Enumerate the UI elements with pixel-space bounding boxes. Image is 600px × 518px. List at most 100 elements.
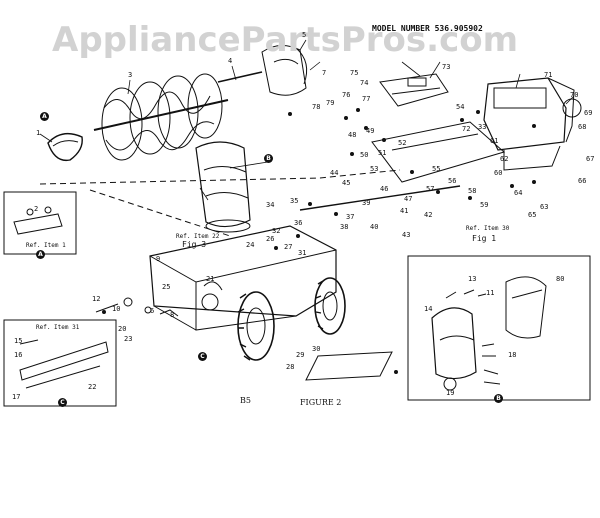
part-number: 25 — [162, 283, 171, 291]
part-number: 23 — [124, 335, 133, 343]
part-number: 8 — [170, 311, 175, 319]
part-number: 74 — [360, 79, 369, 87]
part-number: 18 — [508, 351, 517, 359]
part-number: 56 — [448, 177, 457, 185]
part-number: 31 — [298, 249, 307, 257]
part-number: 28 — [286, 363, 295, 371]
fig1-label: Fig 1 — [472, 234, 497, 243]
auger-spiral — [93, 73, 229, 161]
part-number: 1 — [36, 129, 41, 137]
part-number: 49 — [366, 127, 375, 135]
part-number: 53 — [370, 165, 379, 173]
part-number: 6 — [150, 307, 155, 315]
linkage-rod — [299, 185, 461, 211]
scraper-bar — [305, 351, 393, 381]
part-number: 30 — [312, 345, 321, 353]
frame-plate — [371, 121, 506, 183]
part-number: 43 — [402, 231, 411, 239]
part-number: 51 — [378, 149, 387, 157]
main-housing — [149, 225, 337, 331]
figure-title: FIGURE 2 — [300, 398, 342, 407]
fastener-dots — [102, 108, 536, 374]
ref-item-22-label: Ref. Item 22 — [176, 233, 220, 240]
part-number: 41 — [400, 207, 409, 215]
part-number: 67 — [586, 155, 595, 163]
part-number: 36 — [294, 219, 303, 227]
part-number: 77 — [362, 95, 371, 103]
part-number: 48 — [348, 131, 357, 139]
part-number: 21 — [206, 275, 215, 283]
part-number: 15 — [14, 337, 23, 345]
fig3-label: Fig 3 — [182, 240, 207, 249]
part-number: 55 — [432, 165, 441, 173]
part-number: 71 — [544, 71, 553, 79]
gear-housing — [261, 45, 308, 96]
part-number: 13 — [468, 275, 477, 283]
part-number: 64 — [514, 189, 523, 197]
watermark-text: AppliancePartsPros.com — [52, 20, 519, 60]
part-number: 10 — [112, 305, 121, 313]
part-number: 32 — [272, 227, 281, 235]
part-number: 78 — [312, 103, 321, 111]
discharge-chute — [195, 141, 251, 233]
part-number: 80 — [556, 275, 565, 283]
inset-b-drawing — [431, 276, 547, 391]
part-number: 65 — [528, 211, 537, 219]
part-number: 17 — [12, 393, 21, 401]
drive-cable — [39, 169, 401, 185]
callout-c-inset: C — [58, 398, 67, 407]
auger-shaft — [217, 71, 263, 83]
part-number: 34 — [266, 201, 275, 209]
part-number: 39 — [362, 199, 371, 207]
part-number: 54 — [456, 103, 465, 111]
part-number: 73 — [442, 63, 451, 71]
part-number: 5 — [302, 31, 307, 39]
part-number: 66 — [578, 177, 587, 185]
part-number: 69 — [584, 109, 593, 117]
part-number: 44 — [330, 169, 339, 177]
part-number: 22 — [88, 383, 97, 391]
part-number: 76 — [342, 91, 351, 99]
callout-b-inset: B — [494, 394, 503, 403]
chute-deflector-part — [47, 132, 83, 162]
right-wheel — [314, 277, 346, 335]
part-number: 61 — [490, 137, 499, 145]
part-number: 45 — [342, 179, 351, 187]
callout-c-main: C — [198, 352, 207, 361]
inset-a-drawing — [13, 206, 63, 235]
part-number: 72 — [462, 125, 471, 133]
part-number: 11 — [486, 289, 495, 297]
part-number: 3 — [128, 71, 133, 79]
callout-b-main: B — [264, 154, 273, 163]
engine-cover — [379, 73, 449, 107]
part-number: 33 — [478, 123, 487, 131]
engine-block — [483, 77, 582, 171]
part-number: 42 — [424, 211, 433, 219]
model-number: MODEL NUMBER 536.905902 — [372, 24, 483, 33]
inset-box-c — [3, 319, 117, 407]
part-number: 38 — [340, 223, 349, 231]
part-number: 59 — [480, 201, 489, 209]
part-number: 75 — [350, 69, 359, 77]
ref-item-1-label: Ref. Item 1 — [26, 242, 66, 249]
callout-a-main: A — [40, 112, 49, 121]
part-number: 14 — [424, 305, 433, 313]
part-number: 52 — [398, 139, 407, 147]
inset-c-drawing — [19, 339, 109, 389]
part-number: 16 — [14, 351, 23, 359]
part-number: 46 — [380, 185, 389, 193]
part-number: 2 — [34, 205, 39, 213]
ref-item-31-label: Ref. Item 31 — [36, 324, 80, 331]
part-number: 37 — [346, 213, 355, 221]
part-number: 70 — [570, 91, 579, 99]
part-number: 63 — [540, 203, 549, 211]
page-code: B5 — [240, 396, 251, 405]
part-number: 62 — [500, 155, 509, 163]
part-number: 24 — [246, 241, 255, 249]
axle-hardware — [95, 281, 223, 317]
part-number: 27 — [284, 243, 293, 251]
part-number: 26 — [266, 235, 275, 243]
part-number: 20 — [118, 325, 127, 333]
